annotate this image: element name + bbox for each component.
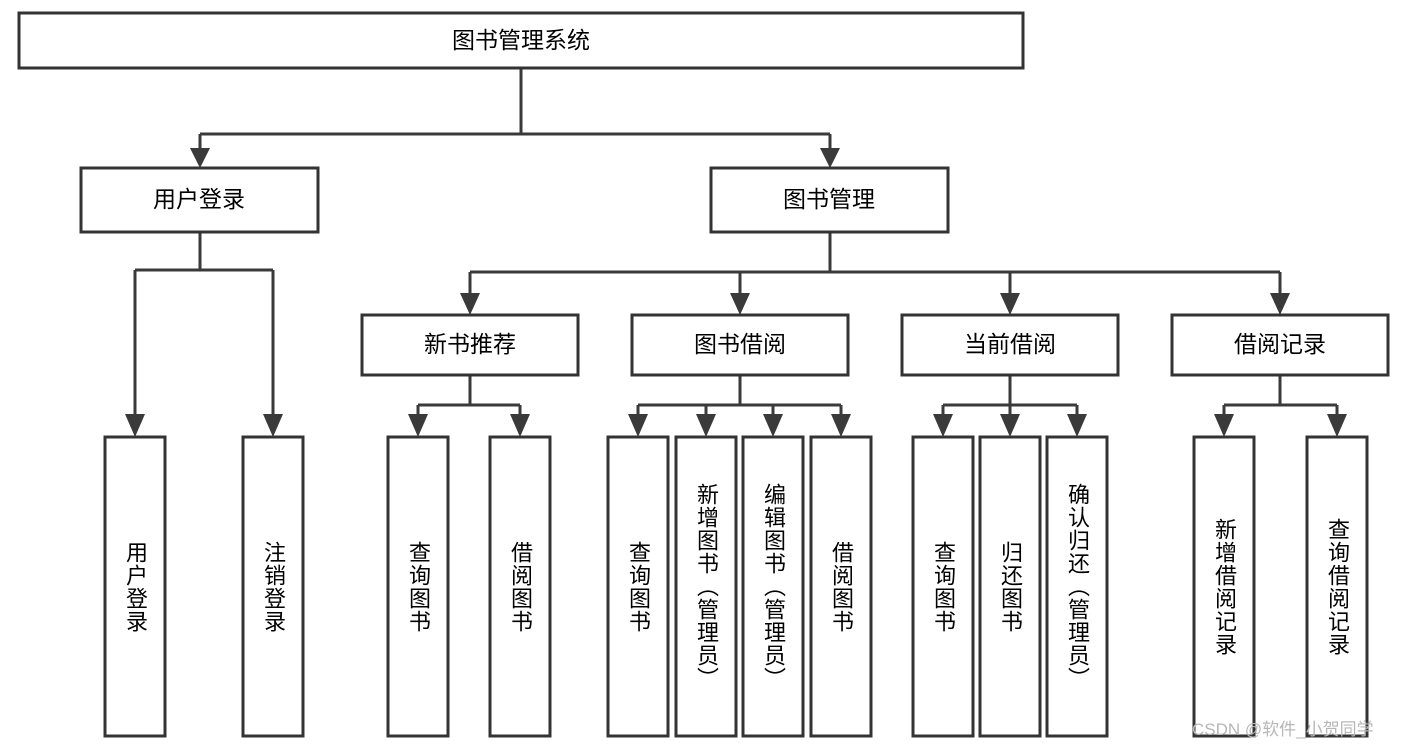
node-new-book-recommend[interactable]: 新书推荐 bbox=[360, 313, 580, 377]
leaf-add-book-admin-box[interactable] bbox=[674, 435, 738, 738]
arrowhead-leaf-edit-book-admin bbox=[763, 414, 783, 437]
csdn-watermark: CSDN @软件_小贺同学 bbox=[1192, 720, 1374, 739]
leaf-query-book-3-box[interactable] bbox=[911, 435, 975, 738]
user-login-label: 用户登录 bbox=[153, 186, 245, 212]
arrowhead-leaf-borrow-book-1 bbox=[510, 414, 530, 437]
root-node-box[interactable] bbox=[17, 11, 1025, 70]
arrowhead-leaf-query-borrow-record bbox=[1327, 414, 1347, 437]
book-management-label: 图书管理 bbox=[783, 186, 875, 212]
arrowhead-leaf-return-book bbox=[1000, 414, 1020, 437]
node-borrow-record[interactable]: 借阅记录 bbox=[1170, 313, 1390, 377]
arrowhead-user-login bbox=[190, 148, 210, 168]
arrowhead-borrow-record bbox=[1270, 293, 1290, 315]
connectors bbox=[125, 68, 1347, 437]
leaf-add-borrow-record-box[interactable] bbox=[1192, 435, 1256, 738]
user-login-box[interactable] bbox=[79, 166, 320, 234]
node-current-borrow[interactable]: 当前借阅 bbox=[900, 313, 1120, 377]
arrowhead-leaf-query-book-2 bbox=[628, 414, 648, 437]
arrowhead-leaf-borrow-book-2 bbox=[831, 414, 851, 437]
root-node-label: 图书管理系统 bbox=[452, 27, 590, 53]
arrowhead-leaf-logout-login bbox=[263, 414, 283, 437]
leaf-confirm-return-admin-box[interactable] bbox=[1045, 435, 1109, 738]
arrowhead-leaf-confirm-return-admin bbox=[1067, 414, 1087, 437]
leaf-user-login-box[interactable] bbox=[103, 435, 167, 738]
leaf-query-book-2-box[interactable] bbox=[606, 435, 670, 738]
leaf-return-book-box[interactable] bbox=[978, 435, 1042, 738]
node-book-borrow[interactable]: 图书借阅 bbox=[630, 313, 850, 377]
leaf-edit-book-admin-box[interactable] bbox=[741, 435, 805, 738]
current-borrow-label: 当前借阅 bbox=[964, 331, 1056, 357]
leaf-borrow-book-1-box[interactable] bbox=[488, 435, 552, 738]
arrowhead-leaf-user-login bbox=[125, 414, 145, 437]
node-book-management[interactable]: 图书管理 bbox=[709, 166, 950, 234]
book-management-box[interactable] bbox=[709, 166, 950, 234]
current-borrow-box[interactable] bbox=[900, 313, 1120, 377]
arrowhead-new-book-recommend bbox=[460, 293, 480, 315]
book-borrow-box[interactable] bbox=[630, 313, 850, 377]
arrowhead-current-borrow bbox=[1000, 293, 1020, 315]
leaf-boxes bbox=[103, 435, 1369, 738]
book-borrow-label: 图书借阅 bbox=[694, 331, 786, 357]
node-root-system[interactable]: 图书管理系统 bbox=[17, 11, 1025, 70]
arrowhead-leaf-query-book-3 bbox=[933, 414, 953, 437]
arrowhead-book-borrow bbox=[730, 293, 750, 315]
arrowhead-book-management bbox=[820, 148, 840, 168]
leaf-borrow-book-2-box[interactable] bbox=[809, 435, 873, 738]
leaf-query-borrow-record-box[interactable] bbox=[1305, 435, 1369, 738]
arrowhead-leaf-add-borrow-record bbox=[1214, 414, 1234, 437]
arrowhead-leaf-query-book-1 bbox=[408, 414, 428, 437]
node-user-login[interactable]: 用户登录 bbox=[79, 166, 320, 234]
arrowhead-leaf-add-book-admin bbox=[696, 414, 716, 437]
new-book-recommend-box[interactable] bbox=[360, 313, 580, 377]
borrow-record-box[interactable] bbox=[1170, 313, 1390, 377]
borrow-record-label: 借阅记录 bbox=[1234, 331, 1326, 357]
leaf-logout-login-box[interactable] bbox=[241, 435, 305, 738]
new-book-recommend-label: 新书推荐 bbox=[424, 331, 516, 357]
leaf-query-book-1-box[interactable] bbox=[386, 435, 450, 738]
